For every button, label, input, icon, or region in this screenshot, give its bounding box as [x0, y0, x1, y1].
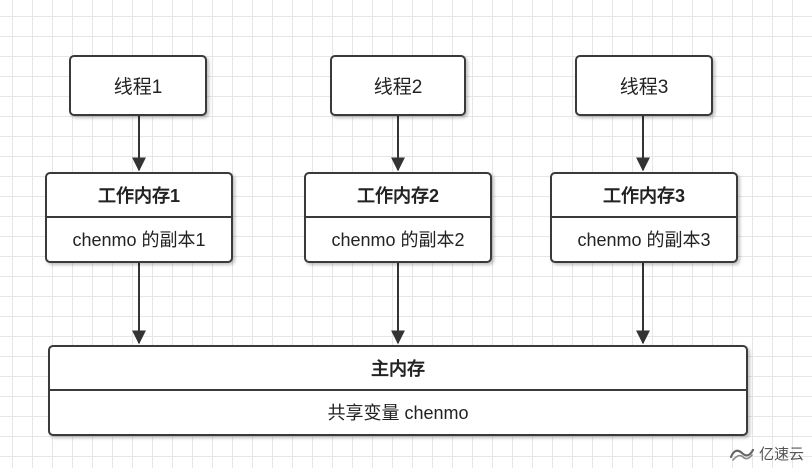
- working-memory-1-title: 工作内存1: [47, 174, 231, 218]
- working-memory-3: 工作内存3 chenmo 的副本3: [550, 172, 738, 263]
- main-memory-title: 主内存: [50, 347, 746, 391]
- thread-3-box: 线程3: [575, 55, 713, 116]
- main-memory: 主内存 共享变量 chenmo: [48, 345, 748, 436]
- working-memory-3-title: 工作内存3: [552, 174, 736, 218]
- working-memory-1-content: chenmo 的副本1: [72, 230, 206, 251]
- working-memory-2-content: chenmo 的副本2: [331, 230, 465, 251]
- main-memory-content: 共享变量 chenmo: [327, 403, 469, 424]
- thread-1-box: 线程1: [69, 55, 207, 116]
- yisu-cloud-logo-icon: [729, 448, 755, 461]
- working-memory-3-content: chenmo 的副本3: [577, 230, 711, 251]
- working-memory-2: 工作内存2 chenmo 的副本2: [304, 172, 492, 263]
- watermark: 亿速云: [729, 443, 804, 464]
- thread-2-box: 线程2: [330, 55, 466, 116]
- working-memory-2-title: 工作内存2: [306, 174, 490, 218]
- working-memory-1: 工作内存1 chenmo 的副本1: [45, 172, 233, 263]
- watermark-text: 亿速云: [758, 446, 804, 463]
